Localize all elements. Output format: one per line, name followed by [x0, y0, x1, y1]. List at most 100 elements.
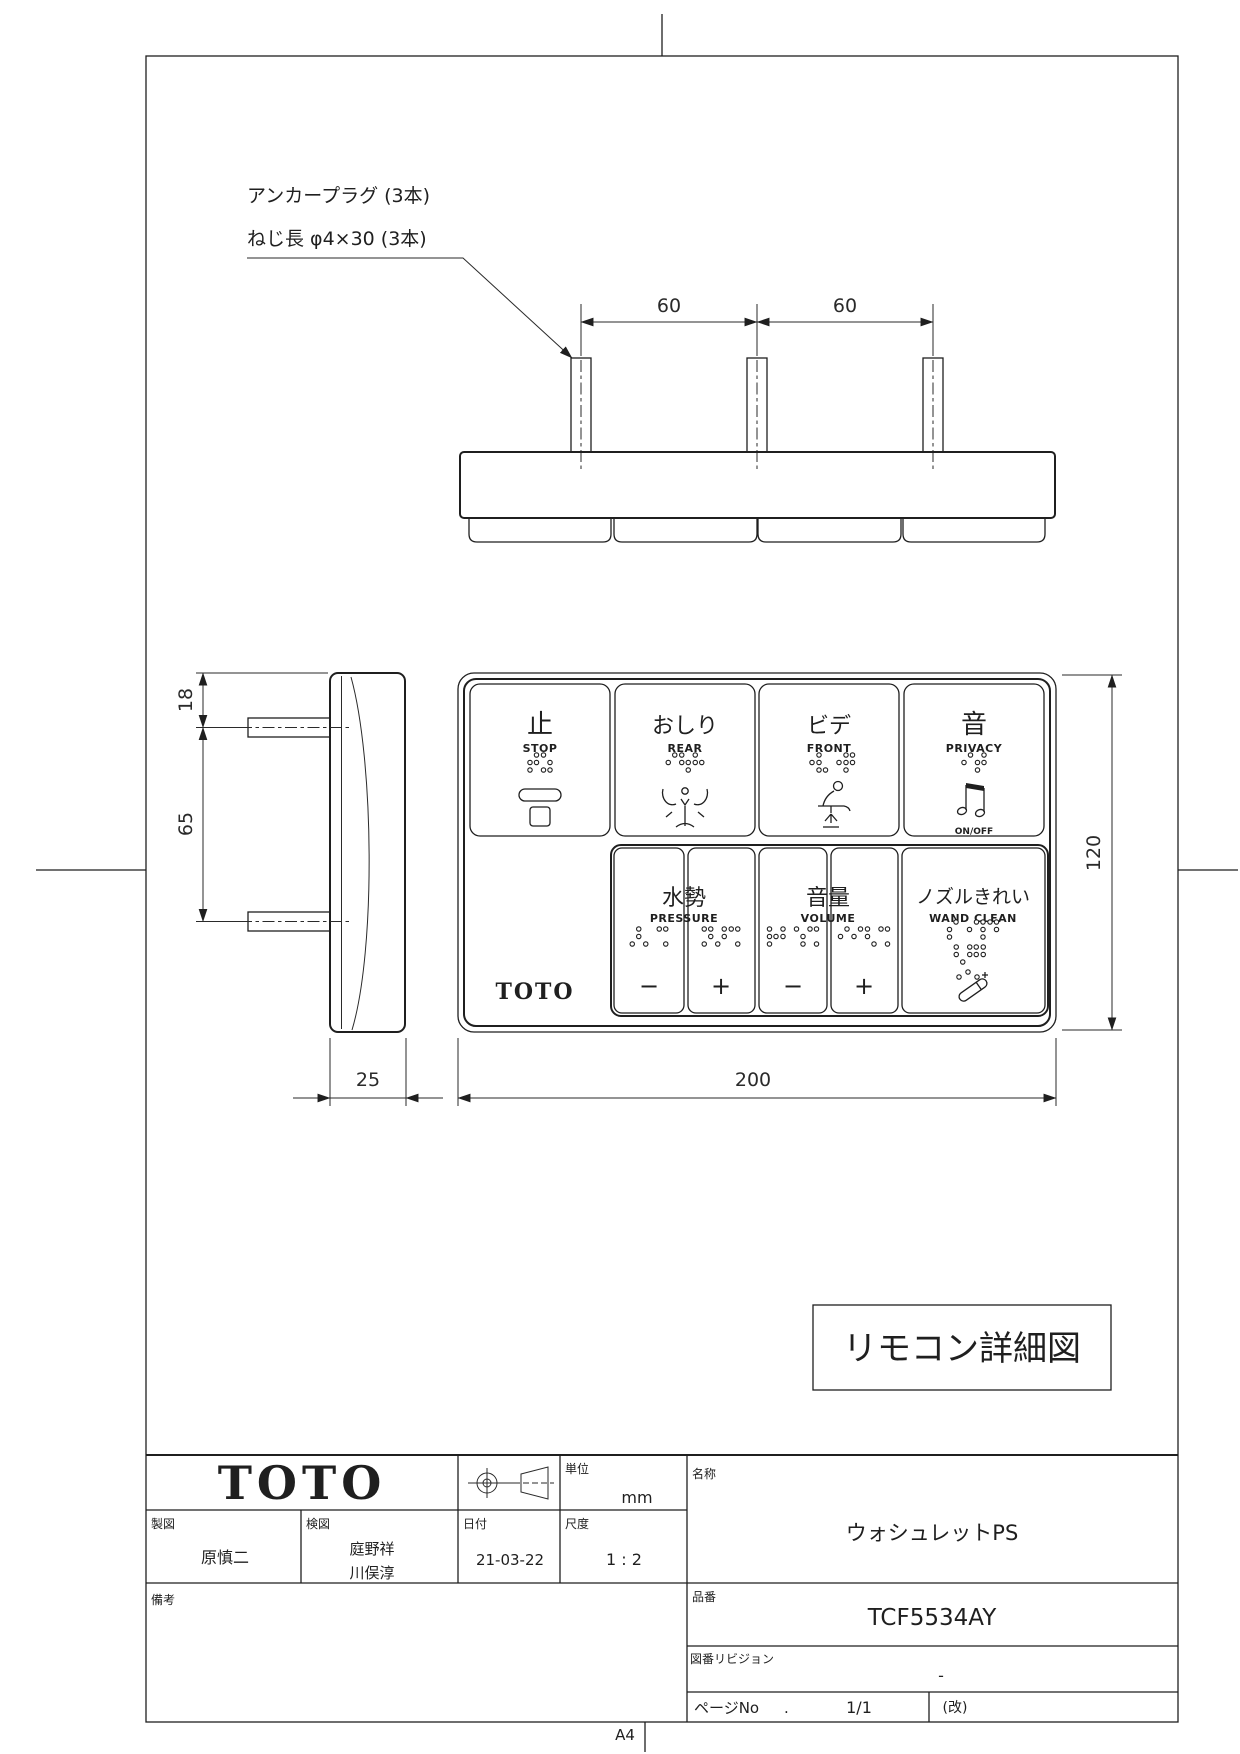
braille-dot-stop	[540, 767, 547, 773]
braille-dot-volume-minus	[766, 933, 773, 940]
part-label: 品番	[692, 1590, 716, 1604]
projection-symbol-icon	[468, 1466, 554, 1500]
braille-dots	[527, 752, 1000, 965]
front-en-label: FRONT	[807, 742, 852, 755]
braille-dot-wand-row2	[973, 944, 979, 950]
braille-dot-volume-minus	[813, 926, 820, 932]
braille-dot-rear	[692, 759, 698, 766]
pressure-jp-label: 水勢	[662, 886, 706, 911]
braille-dot-volume-plus	[871, 941, 877, 947]
top-view-body	[459, 451, 1056, 519]
braille-dot-wand-row2	[966, 944, 973, 950]
braille-dot-stop	[527, 759, 533, 766]
braille-dot-volume-plus	[844, 926, 850, 932]
stop-button	[469, 683, 611, 837]
braille-dot-pressure-plus	[714, 941, 721, 947]
name-label: 名称	[692, 1466, 716, 1481]
pressure-minus-glyph: −	[639, 972, 659, 1000]
side-view-profile-curve	[350, 676, 370, 1031]
braille-dot-volume-plus	[864, 926, 871, 932]
braille-dot-volume-plus	[851, 933, 857, 940]
top-view: 60 60	[459, 295, 1056, 543]
braille-dot-wand-row1	[993, 919, 1000, 925]
braille-dot-rear	[685, 767, 691, 773]
braille-dot-pressure-minus	[642, 941, 649, 947]
braille-dot-pressure-plus	[734, 941, 741, 947]
braille-dot-front	[816, 767, 822, 773]
tab-4	[902, 519, 1046, 543]
braille-dot-wand-row1	[953, 919, 959, 925]
braille-dot-wand-row1	[946, 934, 953, 940]
braille-dot-pressure-minus	[635, 933, 642, 940]
braille-dot-rear	[665, 759, 671, 766]
rear-button	[614, 683, 756, 837]
company-logo: TOTO	[218, 1456, 387, 1510]
bottom-panel	[610, 844, 1049, 1017]
dim-60-left: 60	[657, 295, 681, 317]
front-view: 止 STOP おしり REAR ビデ FRONT 音 PRIVACY	[457, 672, 1122, 1106]
braille-dot-rear	[692, 752, 698, 758]
braille-dot-privacy	[974, 767, 981, 773]
pressure-en-label: PRESSURE	[650, 912, 718, 925]
braille-dot-pressure-plus	[721, 926, 727, 932]
braille-dot-front	[836, 759, 842, 766]
checked-value-2: 川俣淳	[349, 1564, 394, 1582]
dim-peg-spacing: 60 60	[580, 295, 934, 356]
braille-dot-wand-row2	[959, 959, 966, 965]
detail-label: リモコン詳細図	[843, 1329, 1081, 1369]
braille-dot-stop	[533, 752, 540, 758]
braille-dot-front	[849, 752, 856, 758]
braille-dot-front	[843, 767, 849, 773]
braille-dot-volume-minus	[780, 926, 786, 932]
page-value: 1/1	[846, 1698, 872, 1717]
braille-dot-volume-minus	[780, 933, 786, 940]
braille-dot-stop	[540, 752, 547, 758]
braille-dot-volume-minus	[793, 926, 800, 932]
wand-clean-icon	[956, 969, 988, 1002]
braille-dot-volume-minus	[766, 926, 773, 932]
page-label: ページNo	[694, 1699, 759, 1717]
pressure-plus-glyph: +	[711, 972, 731, 1000]
scale-value: 1 : 2	[606, 1550, 642, 1569]
braille-dot-wand-row1	[973, 919, 980, 925]
braille-dot-wand-row2	[980, 951, 986, 958]
braille-dot-volume-minus	[800, 933, 806, 940]
privacy-button	[903, 683, 1045, 837]
privacy-jp-label: 音	[961, 710, 987, 740]
braille-dot-wand-row2	[980, 944, 986, 950]
wand-jp-label: ノズルきれい	[916, 886, 1030, 908]
braille-dot-volume-plus	[884, 926, 891, 932]
tab-2	[613, 519, 758, 543]
front-jp-label: ビデ	[807, 714, 851, 739]
unit-label: 単位	[565, 1461, 589, 1476]
date-label: 日付	[463, 1517, 487, 1531]
rev-value: -	[938, 1666, 944, 1685]
wand-en-label: WAND CLEAN	[929, 912, 1017, 925]
side-view: 18 65 25	[175, 672, 443, 1106]
braille-dot-wand-row1	[966, 926, 973, 933]
braille-dot-front	[809, 759, 815, 766]
dim-120: 120	[1083, 835, 1105, 871]
braille-dot-wand-row2	[953, 944, 959, 950]
name-value: ウォシュレットPS	[846, 1521, 1019, 1545]
volume-minus-button	[758, 847, 828, 1014]
braille-dot-front	[816, 752, 822, 758]
rear-spray-icon	[661, 787, 709, 828]
dim-height: 120	[1062, 674, 1122, 1031]
braille-dot-volume-plus	[864, 933, 871, 940]
braille-dot-pressure-plus	[721, 933, 727, 940]
braille-dot-volume-plus	[857, 926, 864, 932]
dim-200: 200	[735, 1069, 771, 1091]
braille-dot-front	[816, 759, 822, 766]
braille-dot-pressure-plus	[701, 941, 707, 947]
dim-25: 25	[356, 1069, 380, 1091]
braille-dot-rear	[678, 752, 685, 758]
part-value: TCF5534AY	[867, 1605, 997, 1631]
front-bidet-icon	[818, 780, 851, 828]
pressure-plus-button	[687, 847, 756, 1014]
dim-60-right: 60	[833, 295, 857, 317]
page-dot: .	[784, 1699, 789, 1717]
braille-dot-wand-row2	[973, 951, 979, 958]
